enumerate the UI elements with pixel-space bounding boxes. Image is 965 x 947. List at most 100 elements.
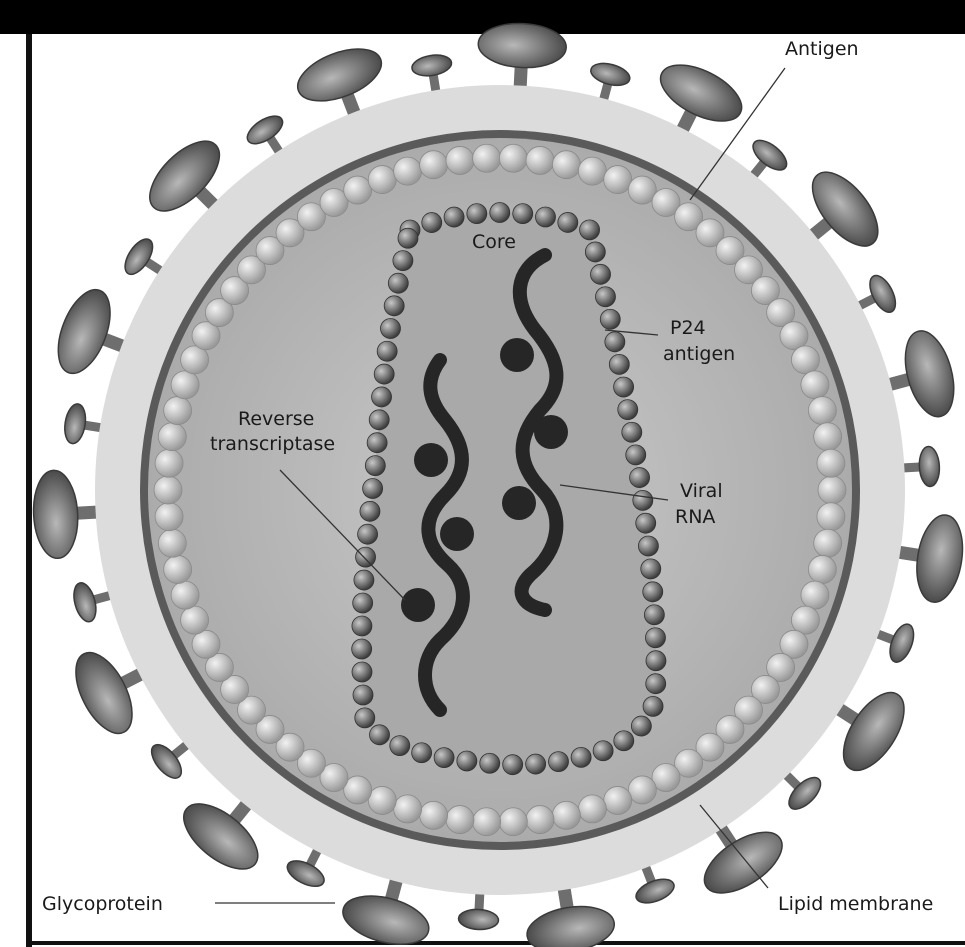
label-antigen: Antigen: [785, 38, 859, 60]
label-core: Core: [472, 231, 516, 253]
matrix-bead: [801, 371, 829, 399]
matrix-bead: [552, 801, 580, 829]
p24-bead: [646, 674, 666, 694]
p24-bead: [643, 696, 663, 716]
label-glycoprotein: Glycoprotein: [42, 893, 163, 915]
matrix-bead: [158, 423, 186, 451]
p24-bead: [626, 445, 646, 465]
p24-bead: [646, 651, 666, 671]
spike-cap: [70, 580, 100, 624]
p24-bead: [595, 287, 615, 307]
matrix-bead: [808, 397, 836, 425]
p24-bead: [593, 741, 613, 761]
matrix-bead: [368, 786, 396, 814]
p24-bead: [614, 377, 634, 397]
matrix-bead: [171, 581, 199, 609]
label-reverse-line2: transcriptase: [210, 433, 335, 455]
matrix-bead: [155, 449, 183, 477]
p24-bead: [354, 570, 374, 590]
spike-cap: [291, 39, 389, 112]
enzyme-dot: [401, 588, 435, 622]
p24-bead: [618, 400, 638, 420]
p24-bead: [526, 754, 546, 774]
p24-bead: [388, 273, 408, 293]
enzyme-dot: [500, 338, 534, 372]
matrix-bead: [394, 795, 422, 823]
matrix-bead: [446, 806, 474, 834]
matrix-bead: [499, 808, 527, 836]
p24-bead: [622, 422, 642, 442]
p24-bead: [352, 639, 372, 659]
p24-bead: [614, 731, 634, 751]
spike-cap: [588, 60, 632, 90]
p24-bead: [641, 559, 661, 579]
label-p24-line2: antigen: [663, 343, 735, 365]
p24-bead: [467, 204, 487, 224]
spike-cap: [243, 111, 287, 150]
matrix-bead: [171, 371, 199, 399]
matrix-bead: [791, 606, 819, 634]
matrix-bead: [164, 555, 192, 583]
matrix-bead: [578, 157, 606, 185]
p24-bead: [353, 593, 373, 613]
p24-bead: [352, 616, 372, 636]
p24-bead: [374, 364, 394, 384]
p24-bead: [503, 755, 523, 775]
matrix-bead: [499, 144, 527, 172]
p24-bead: [609, 354, 629, 374]
matrix-bead: [394, 157, 422, 185]
p24-bead: [535, 207, 555, 227]
p24-bead: [585, 242, 605, 262]
spike-cap: [283, 856, 328, 892]
p24-bead: [434, 748, 454, 768]
matrix-bead: [344, 176, 372, 204]
p24-bead: [390, 736, 410, 756]
p24-bead: [645, 628, 665, 648]
p24-bead: [384, 296, 404, 316]
spike-cap: [477, 21, 567, 69]
spike-cap: [120, 234, 159, 278]
spike-cap: [410, 52, 453, 78]
matrix-bead: [578, 795, 606, 823]
p24-bead: [580, 220, 600, 240]
label-lipid-membrane: Lipid membrane: [778, 893, 933, 915]
p24-bead: [363, 478, 383, 498]
p24-bead: [372, 387, 392, 407]
matrix-bead: [155, 503, 183, 531]
p24-bead: [380, 319, 400, 339]
matrix-bead: [181, 606, 209, 634]
matrix-bead: [192, 630, 220, 658]
p24-bead: [636, 513, 656, 533]
p24-bead: [630, 468, 650, 488]
p24-bead: [549, 752, 569, 772]
p24-bead: [352, 662, 372, 682]
p24-bead: [480, 753, 500, 773]
p24-bead: [643, 582, 663, 602]
p24-bead: [355, 708, 375, 728]
matrix-bead: [780, 322, 808, 350]
spike-cap: [524, 901, 618, 947]
matrix-bead: [817, 503, 845, 531]
p24-bead: [558, 212, 578, 232]
matrix-bead: [814, 423, 842, 451]
enzyme-dot: [534, 415, 568, 449]
matrix-bead: [814, 529, 842, 557]
p24-bead: [605, 332, 625, 352]
p24-bead: [631, 716, 651, 736]
matrix-bead: [420, 801, 448, 829]
matrix-bead: [526, 806, 554, 834]
p24-bead: [638, 536, 658, 556]
spike-cap: [911, 512, 965, 606]
matrix-bead: [181, 346, 209, 374]
label-reverse-line1: Reverse: [238, 408, 314, 430]
p24-bead: [398, 228, 418, 248]
p24-bead: [600, 309, 620, 329]
p24-bead: [412, 743, 432, 763]
matrix-bead: [808, 555, 836, 583]
matrix-bead: [368, 166, 396, 194]
enzyme-dot: [414, 443, 448, 477]
matrix-bead: [526, 146, 554, 174]
p24-bead: [457, 751, 477, 771]
spike-cap: [918, 446, 940, 487]
